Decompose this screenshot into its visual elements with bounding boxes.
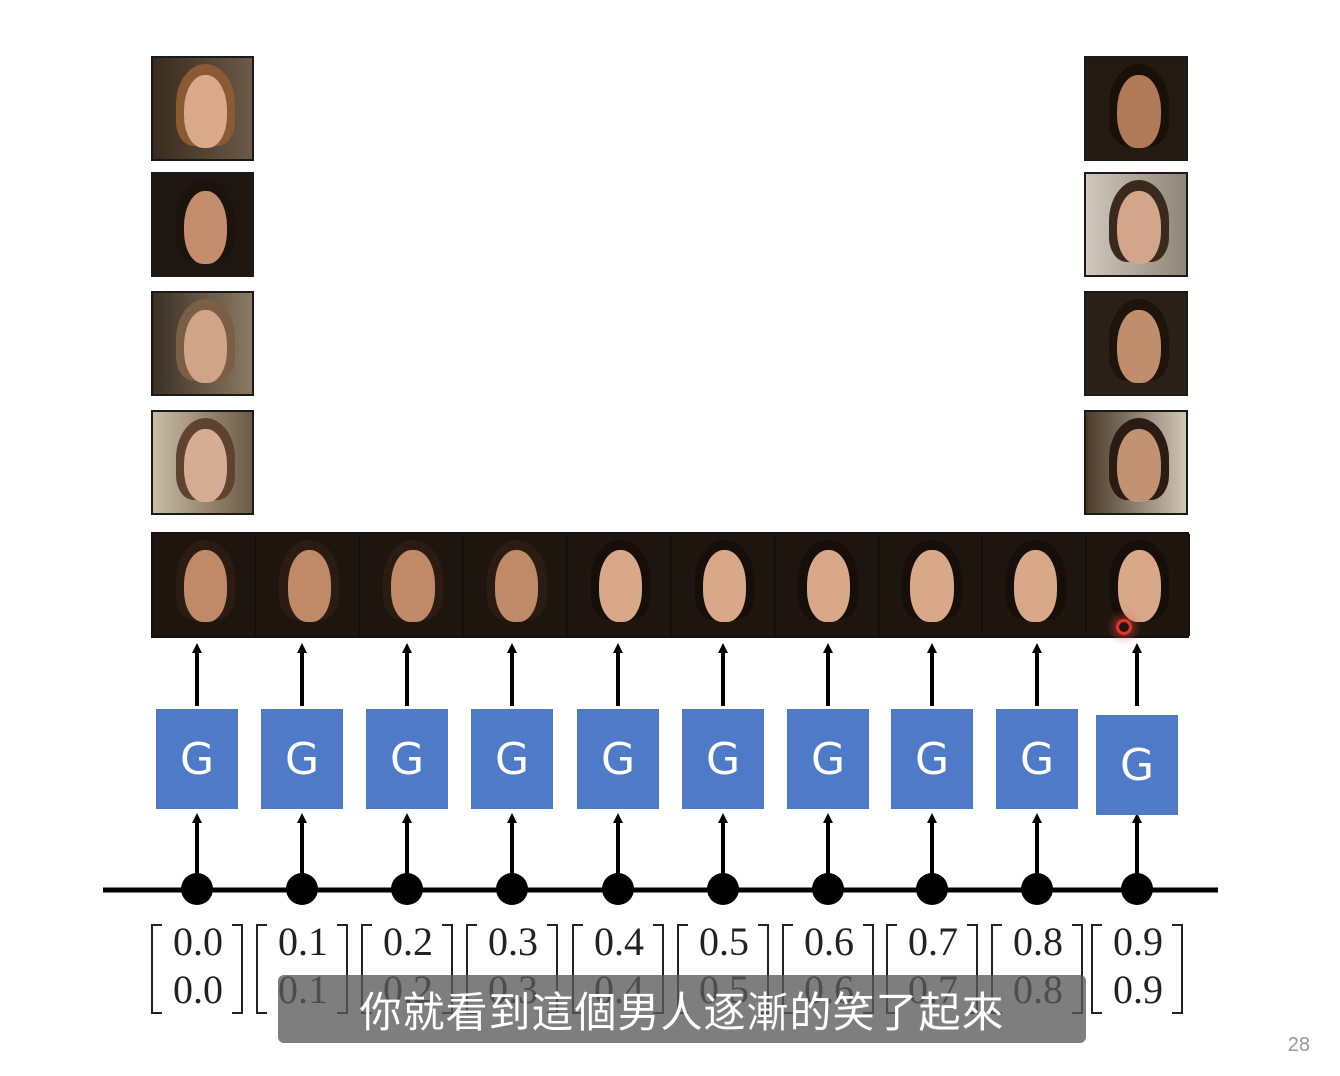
generator-box: G bbox=[366, 709, 448, 809]
face-image bbox=[1087, 534, 1190, 636]
vector-component: 0.0 bbox=[173, 919, 223, 964]
laser-pointer-icon bbox=[1116, 619, 1132, 635]
generator-box: G bbox=[577, 709, 659, 809]
sample-point-dot bbox=[286, 873, 318, 905]
face-image bbox=[1084, 56, 1188, 161]
vector-component: 0.3 bbox=[488, 919, 538, 964]
face-image bbox=[256, 534, 360, 636]
sample-point-dot bbox=[1021, 873, 1053, 905]
vector-component: 0.8 bbox=[1013, 919, 1063, 964]
generator-box: G bbox=[471, 709, 553, 809]
subtitle-caption: 你就看到這個男人逐漸的笑了起來 bbox=[278, 975, 1086, 1043]
right-bracket bbox=[232, 924, 243, 1014]
face-image bbox=[775, 534, 879, 636]
face-image bbox=[151, 410, 254, 515]
generator-box: G bbox=[261, 709, 343, 809]
face-image bbox=[983, 534, 1087, 636]
sample-point-dot bbox=[391, 873, 423, 905]
face-image bbox=[672, 534, 775, 636]
face-image bbox=[151, 291, 254, 396]
face-image bbox=[153, 534, 256, 636]
sample-point-dot bbox=[812, 873, 844, 905]
generator-box: G bbox=[787, 709, 869, 809]
page-number: 28 bbox=[1287, 1034, 1310, 1056]
face-image bbox=[1084, 291, 1188, 396]
sample-point-dot bbox=[602, 873, 634, 905]
left-bracket bbox=[256, 924, 267, 1014]
face-image bbox=[151, 56, 254, 161]
sample-point-dot bbox=[496, 873, 528, 905]
left-bracket bbox=[1091, 924, 1102, 1014]
vector-component: 0.6 bbox=[804, 919, 854, 964]
face-image bbox=[879, 534, 983, 636]
vector-component: 0.5 bbox=[699, 919, 749, 964]
face-image bbox=[464, 534, 568, 636]
generator-box: G bbox=[156, 709, 238, 809]
face-image bbox=[568, 534, 671, 636]
face-image bbox=[1084, 410, 1188, 515]
sample-point-dot bbox=[181, 873, 213, 905]
vector-component: 0.4 bbox=[594, 919, 644, 964]
right-bracket bbox=[1172, 924, 1183, 1014]
vector-component: 0.7 bbox=[908, 919, 958, 964]
vector-component: 0.9 bbox=[1113, 919, 1163, 964]
vector-component: 0.9 bbox=[1113, 967, 1163, 1012]
vector-component: 0.2 bbox=[383, 919, 433, 964]
sample-point-dot bbox=[707, 873, 739, 905]
generator-box: G bbox=[682, 709, 764, 809]
generator-box: G bbox=[996, 709, 1078, 809]
face-image bbox=[1084, 172, 1188, 277]
vector-component: 0.0 bbox=[173, 967, 223, 1012]
sample-point-dot bbox=[1121, 873, 1153, 905]
generator-box: G bbox=[891, 709, 973, 809]
left-bracket bbox=[151, 924, 162, 1014]
face-image bbox=[151, 172, 254, 277]
vector-component: 0.1 bbox=[278, 919, 328, 964]
sample-point-dot bbox=[916, 873, 948, 905]
face-image bbox=[360, 534, 464, 636]
generator-box: G bbox=[1096, 715, 1178, 815]
